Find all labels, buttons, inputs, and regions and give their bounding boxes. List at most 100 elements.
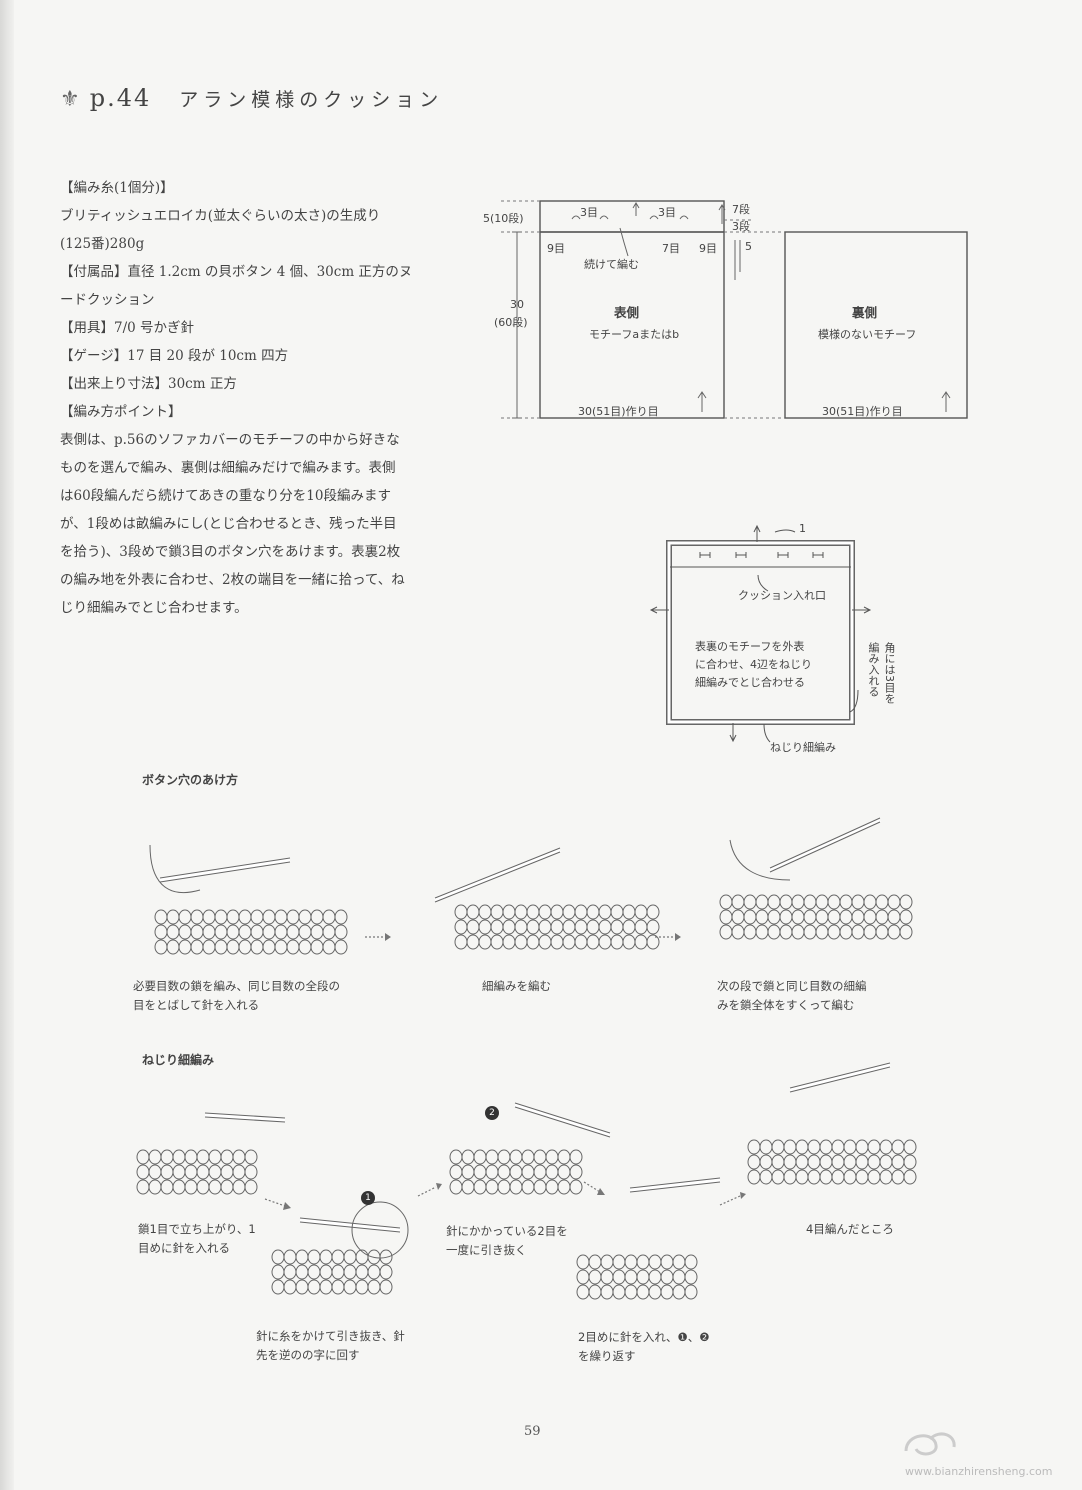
watermark-url: www.bianzhirensheng.com — [905, 1465, 1053, 1478]
back-foundation-label: 30(51目)作り目 — [822, 405, 903, 418]
crochet-hook-7-edge-bottom — [629, 1181, 721, 1193]
twisted-swatch-1 — [136, 1149, 258, 1195]
twisted-step-4-caption: 2目めに針を入れ、❶、❷ を繰り返す — [578, 1330, 710, 1363]
assembly-instruction-2: に合わせ、4辺をねじり — [695, 658, 812, 671]
rows-3-label: 3段 — [732, 220, 750, 233]
spec-line: じり細編みでとじ合わせます。 — [60, 600, 248, 616]
spec-line: 【編み方ポイント】 — [60, 404, 182, 420]
yarn-strand-1 — [149, 844, 201, 894]
spec-line: を拾う)、3段めで鎖3目のボタン穴をあけます。表裏2枚 — [60, 544, 401, 560]
overlap-dimension-label: 5(10段) — [483, 212, 524, 225]
front-side-title: 表側 — [614, 305, 640, 320]
crochet-hook-5-edge-bottom — [299, 1221, 401, 1233]
rotation-circle — [351, 1201, 409, 1259]
twisted-sc-label: ねじり細編み — [770, 741, 836, 754]
twisted-swatch-3 — [449, 1149, 583, 1195]
stitch-count-7: 7目 — [662, 242, 680, 255]
crochet-hook-3-edge-top — [769, 817, 881, 869]
crochet-hook-5-edge-top — [299, 1217, 401, 1229]
crochet-hook-6-edge-bottom — [514, 1106, 611, 1138]
book-spine-shadow — [0, 0, 14, 1490]
buttonhole-step-1-caption: 必要目数の鎖を編み、同じ目数の全段の 目をとばして針を入れる — [133, 979, 340, 1012]
step-marker-2: 2 — [485, 1106, 499, 1120]
page-header: ⚜ p.44 アラン模様のクッション — [60, 84, 443, 114]
assembly-instruction-3: 細編みでとじ合わせる — [695, 676, 805, 689]
page-title: アラン模様のクッション — [179, 89, 444, 111]
twisted-step-1-caption: 鎖1目で立ち上がり、1 目めに針を入れる — [138, 1222, 256, 1255]
spec-line: (125番)280g — [60, 236, 145, 252]
twisted-step-3-caption: 針にかかっている2目を 一度に引き抜く — [446, 1224, 568, 1257]
crochet-hook-2-edge-bottom — [434, 851, 561, 903]
yarn-strand-3 — [729, 839, 791, 881]
spec-line: 表側は、p.56のソファカバーのモチーフの中から好きな — [60, 432, 400, 448]
spec-line: 【付属品】直径 1.2cm の貝ボタン 4 個、30cm 正方のヌ — [60, 264, 413, 280]
twisted-swatch-5 — [747, 1139, 917, 1185]
crochet-hook-3-edge-bottom — [769, 821, 881, 873]
spec-line: は60段編んだら続けてあきの重なり分を10段編みます — [60, 488, 391, 504]
crochet-hook-4-edge-bottom — [204, 1116, 286, 1123]
assembly-instruction-1: 表裏のモチーフを外表 — [695, 640, 805, 653]
rows-7-label: 7段 — [732, 203, 750, 216]
assembly-top-number: 1 — [799, 522, 806, 535]
cushion-opening-label: クッション入れ口 — [738, 589, 826, 602]
height-dimension-label: 30 — [510, 298, 524, 311]
buttonhole-3me-left: 3目 — [580, 206, 598, 219]
crochet-hook-6 — [514, 1103, 611, 1137]
page-reference: p.44 — [89, 84, 152, 112]
front-side-subtitle: モチーフaまたはb — [589, 328, 680, 341]
crochet-hook-5 — [299, 1218, 401, 1232]
stitch-count-9-right: 9目 — [699, 242, 717, 255]
spec-line: ものを選んで編み、裏側は細編みだけで編みます。表側 — [60, 460, 396, 476]
stitch-illustrations — [136, 817, 917, 1300]
spec-line: ブリティッシュエロイカ(並太ぐらいの太さ)の生成り — [60, 208, 381, 224]
page-number: 59 — [524, 1424, 541, 1439]
assembly-panel-rect — [666, 540, 855, 725]
crochet-hook-1-edge-bottom — [159, 861, 291, 883]
spec-line: 【出来上り寸法】30cm 正方 — [60, 376, 237, 392]
buttonhole-swatch-3 — [719, 894, 913, 940]
crochet-hook-2-edge-top — [434, 847, 561, 899]
continue-knitting-label: 続けて編む — [584, 258, 639, 271]
crochet-hook-8 — [789, 1063, 891, 1092]
corner-instruction-2: 編み入れる — [867, 642, 880, 697]
spec-line: の編み地を外表に合わせ、2枚の端目を一緒に拾って、ね — [60, 572, 405, 588]
buttonhole-3me-right: 3目 — [658, 206, 676, 219]
corner-instruction-1: 角には3目を — [883, 642, 896, 704]
back-panel-rect — [784, 231, 968, 419]
crochet-hook-7 — [629, 1178, 721, 1192]
fleur-de-lis-icon: ⚜ — [60, 87, 80, 112]
crochet-hook-1 — [159, 858, 291, 882]
overlap-band-rect — [539, 200, 725, 233]
buttonhole-step-3-caption: 次の段で鎖と同じ目数の細編 みを鎖全体をすくって編む — [717, 979, 867, 1012]
buttonhole-heading: ボタン穴のあけ方 — [142, 773, 239, 787]
back-side-subtitle: 模様のないモチーフ — [818, 328, 917, 341]
crochet-hook-1-edge-top — [159, 857, 291, 879]
crochet-hook-8-edge-top — [789, 1062, 891, 1089]
crochet-hook-2 — [434, 848, 561, 902]
crochet-hook-3 — [769, 818, 881, 872]
buttonhole-swatch-2 — [454, 904, 660, 950]
twisted-swatch-2 — [271, 1249, 393, 1295]
height-rows-label: (60段) — [494, 316, 528, 329]
crochet-hook-4 — [204, 1113, 286, 1122]
spec-line: が、1段めは畝編みにし(とじ合わせるとき、残った半目 — [60, 516, 397, 532]
step-marker-1: 1 — [361, 1191, 375, 1205]
buttonhole-step-2-caption: 細編みを編む — [482, 979, 551, 993]
spec-line: 【ゲージ】17 目 20 段が 10cm 四方 — [60, 348, 289, 364]
crochet-hook-4-edge-top — [204, 1112, 286, 1119]
overlap-5-label: 5 — [745, 240, 752, 253]
twisted-step-5-caption: 4目編んだところ — [806, 1222, 894, 1236]
spec-line: 【用具】7/0 号かぎ針 — [60, 320, 195, 336]
back-side-title: 裏側 — [852, 305, 878, 320]
site-logo-icon — [900, 1425, 960, 1461]
pattern-specification: 【編み糸(1個分)】 ブリティッシュエロイカ(並太ぐらいの太さ)の生成り (12… — [60, 174, 440, 622]
spec-line: 【編み糸(1個分)】 — [60, 180, 174, 196]
crochet-hook-7-edge-top — [629, 1177, 721, 1189]
buttonhole-swatch-1 — [154, 909, 348, 955]
spec-line: ードクッション — [60, 292, 155, 308]
stitch-count-9-left: 9目 — [547, 242, 565, 255]
twisted-swatch-4 — [576, 1254, 698, 1300]
crochet-hook-6-edge-top — [514, 1102, 611, 1134]
twisted-step-2-caption: 針に糸をかけて引き抜き、針 先を逆のの字に回す — [256, 1329, 405, 1362]
